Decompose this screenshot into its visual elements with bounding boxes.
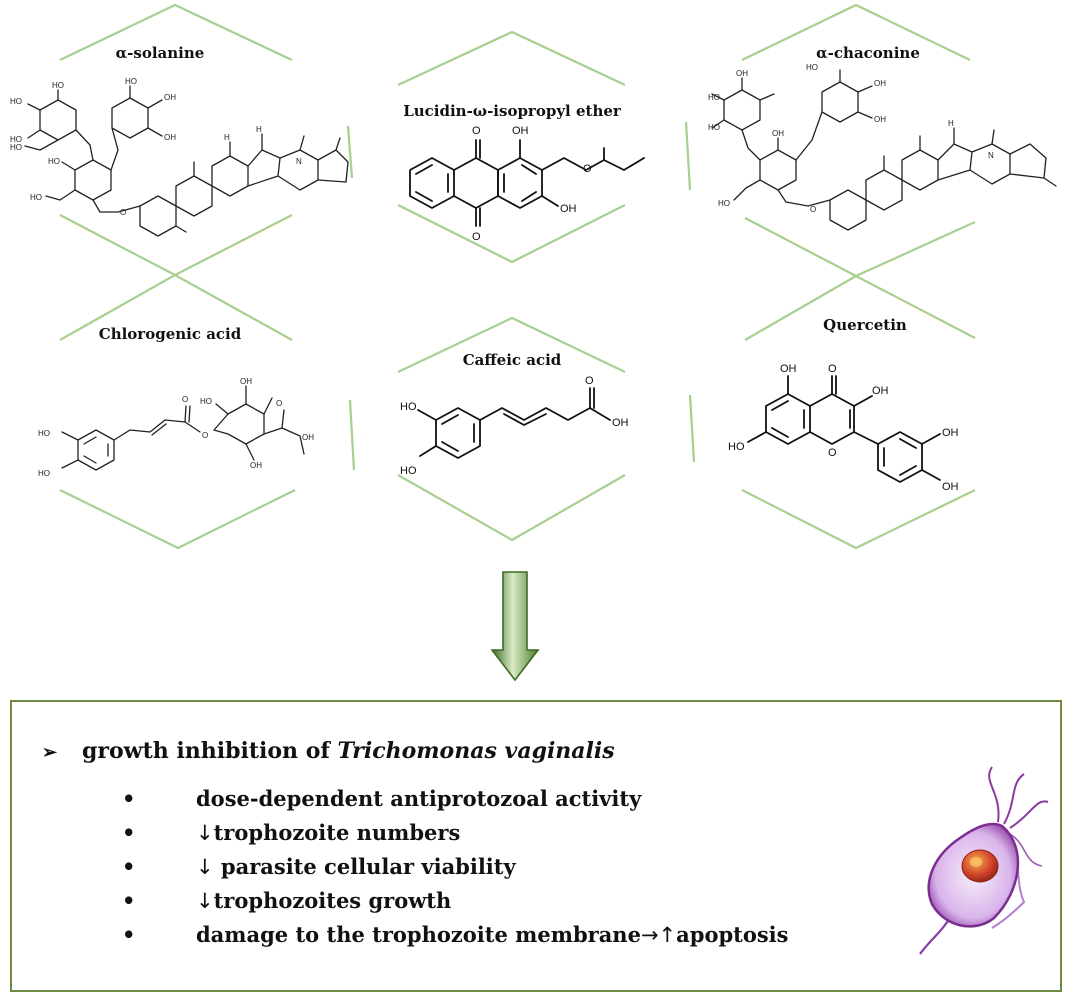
alpha-chaconine-structure: HO HO OH HO OH OH OH HO O N H <box>708 63 1057 231</box>
h-label: H <box>224 133 230 142</box>
oh-label: HO <box>806 63 818 72</box>
oh-label: HO <box>200 397 212 406</box>
o-label: O <box>472 125 481 137</box>
bullet-icon: • <box>122 888 136 913</box>
bullet-icon: • <box>122 854 136 879</box>
oh-label: HO <box>38 469 50 478</box>
list-item: • dose-dependent antiprotozoal activity <box>122 782 788 816</box>
down-arrow-icon: ↓ <box>196 821 214 845</box>
oh-label: OH <box>872 385 889 397</box>
oh-label: OH <box>874 115 886 124</box>
up-arrow-icon: ↑ <box>658 923 677 947</box>
right-arrow-icon: → <box>640 923 659 947</box>
arrowhead-bullet-icon: ➢ <box>42 742 58 763</box>
effects-headline: ➢ growth inhibition of Trichomonas vagina… <box>42 738 615 764</box>
chlorogenic-acid-structure: HO HO O O OH HO OH O OH <box>38 377 314 478</box>
headline-prefix: growth inhibition of <box>82 738 338 764</box>
bullet-icon: • <box>122 820 136 845</box>
list-item: • ↓trophozoites growth <box>122 884 788 918</box>
caffeic-acid-structure: HO HO O OH <box>400 375 629 477</box>
n-label: N <box>988 151 994 160</box>
oh-label: OH <box>874 79 886 88</box>
bullet-icon: • <box>122 786 136 811</box>
oh-label: HO <box>38 429 50 438</box>
h-label: H <box>256 125 262 134</box>
lucidin-structure: O O OH OH O <box>409 125 645 243</box>
oh-label: OH <box>942 427 959 439</box>
oh-label: HO <box>30 193 42 202</box>
down-arrow-icon: ↓ <box>196 889 214 913</box>
lucidin-label: Lucidin-ω-isopropyl ether <box>403 102 622 120</box>
list-item: • ↓trophozoite numbers <box>122 816 788 850</box>
oh-label: HO <box>52 81 64 90</box>
oh-label: HO <box>718 199 730 208</box>
alpha-chaconine-label: α-chaconine <box>816 44 920 62</box>
oh-label: HO <box>10 143 22 152</box>
bullet-icon: • <box>122 922 136 947</box>
effect-text: trophozoite numbers <box>213 820 461 845</box>
oh-label: OH <box>250 461 262 470</box>
oh-label: HO <box>48 157 60 166</box>
o-label: O <box>810 205 816 214</box>
oh-label: OH <box>302 433 314 442</box>
list-item: • ↓ parasite cellular viability <box>122 850 788 884</box>
oh-label: OH <box>164 133 176 142</box>
oh-label: HO <box>400 401 417 413</box>
oh-label: HO <box>708 93 720 102</box>
oh-label: OH <box>736 69 748 78</box>
oh-label: OH <box>942 481 959 493</box>
species-name: Trichomonas vaginalis <box>337 738 615 764</box>
effect-text: trophozoites growth <box>213 888 452 913</box>
effects-box: ➢ growth inhibition of Trichomonas vagina… <box>10 700 1062 992</box>
trichomonas-parasite-icon <box>919 766 1049 955</box>
oh-label: OH <box>164 93 176 102</box>
effect-text: damage to the trophozoite membrane <box>196 922 641 947</box>
oh-label: HO <box>708 123 720 132</box>
o-label: O <box>276 399 282 408</box>
oh-label: OH <box>512 125 529 137</box>
effects-list: • dose-dependent antiprotozoal activity … <box>122 782 788 952</box>
oh-label: OH <box>612 417 629 429</box>
o-label: O <box>202 431 208 440</box>
o-label: O <box>472 231 481 243</box>
quercetin-structure: OH O OH O HO OH OH <box>728 363 959 493</box>
o-label: O <box>585 375 594 387</box>
hexagon-frames <box>59 3 976 550</box>
down-arrow <box>490 571 540 682</box>
oh-label: HO <box>125 77 137 86</box>
oh-label: HO <box>10 135 22 144</box>
oh-label: OH <box>772 129 784 138</box>
oh-label: HO <box>728 441 745 453</box>
oh-label: HO <box>400 465 417 477</box>
o-label: O <box>182 395 188 404</box>
oh-label: OH <box>780 363 797 375</box>
o-label: O <box>828 447 837 459</box>
alpha-solanine-label: α-solanine <box>116 44 205 62</box>
o-label: O <box>583 163 592 175</box>
oh-label: OH <box>240 377 252 386</box>
down-arrow-icon: ↓ <box>196 855 214 879</box>
alpha-solanine-structure: HO HO HO HO HO OH OH HO HO O N H H <box>10 77 349 237</box>
list-item: • damage to the trophozoite membrane→↑ap… <box>122 918 788 952</box>
h-label: H <box>948 119 954 128</box>
quercetin-label: Quercetin <box>823 316 907 334</box>
chlorogenic-acid-label: Chlorogenic acid <box>99 325 242 343</box>
oh-label: OH <box>560 203 577 215</box>
caffeic-acid-label: Caffeic acid <box>463 351 562 369</box>
n-label: N <box>296 157 302 166</box>
oh-label: HO <box>10 97 22 106</box>
o-label: O <box>828 363 837 375</box>
effect-text: dose-dependent antiprotozoal activity <box>196 786 642 811</box>
effect-text: apoptosis <box>676 922 789 947</box>
effect-text: parasite cellular viability <box>213 854 516 879</box>
o-label: O <box>120 208 126 217</box>
